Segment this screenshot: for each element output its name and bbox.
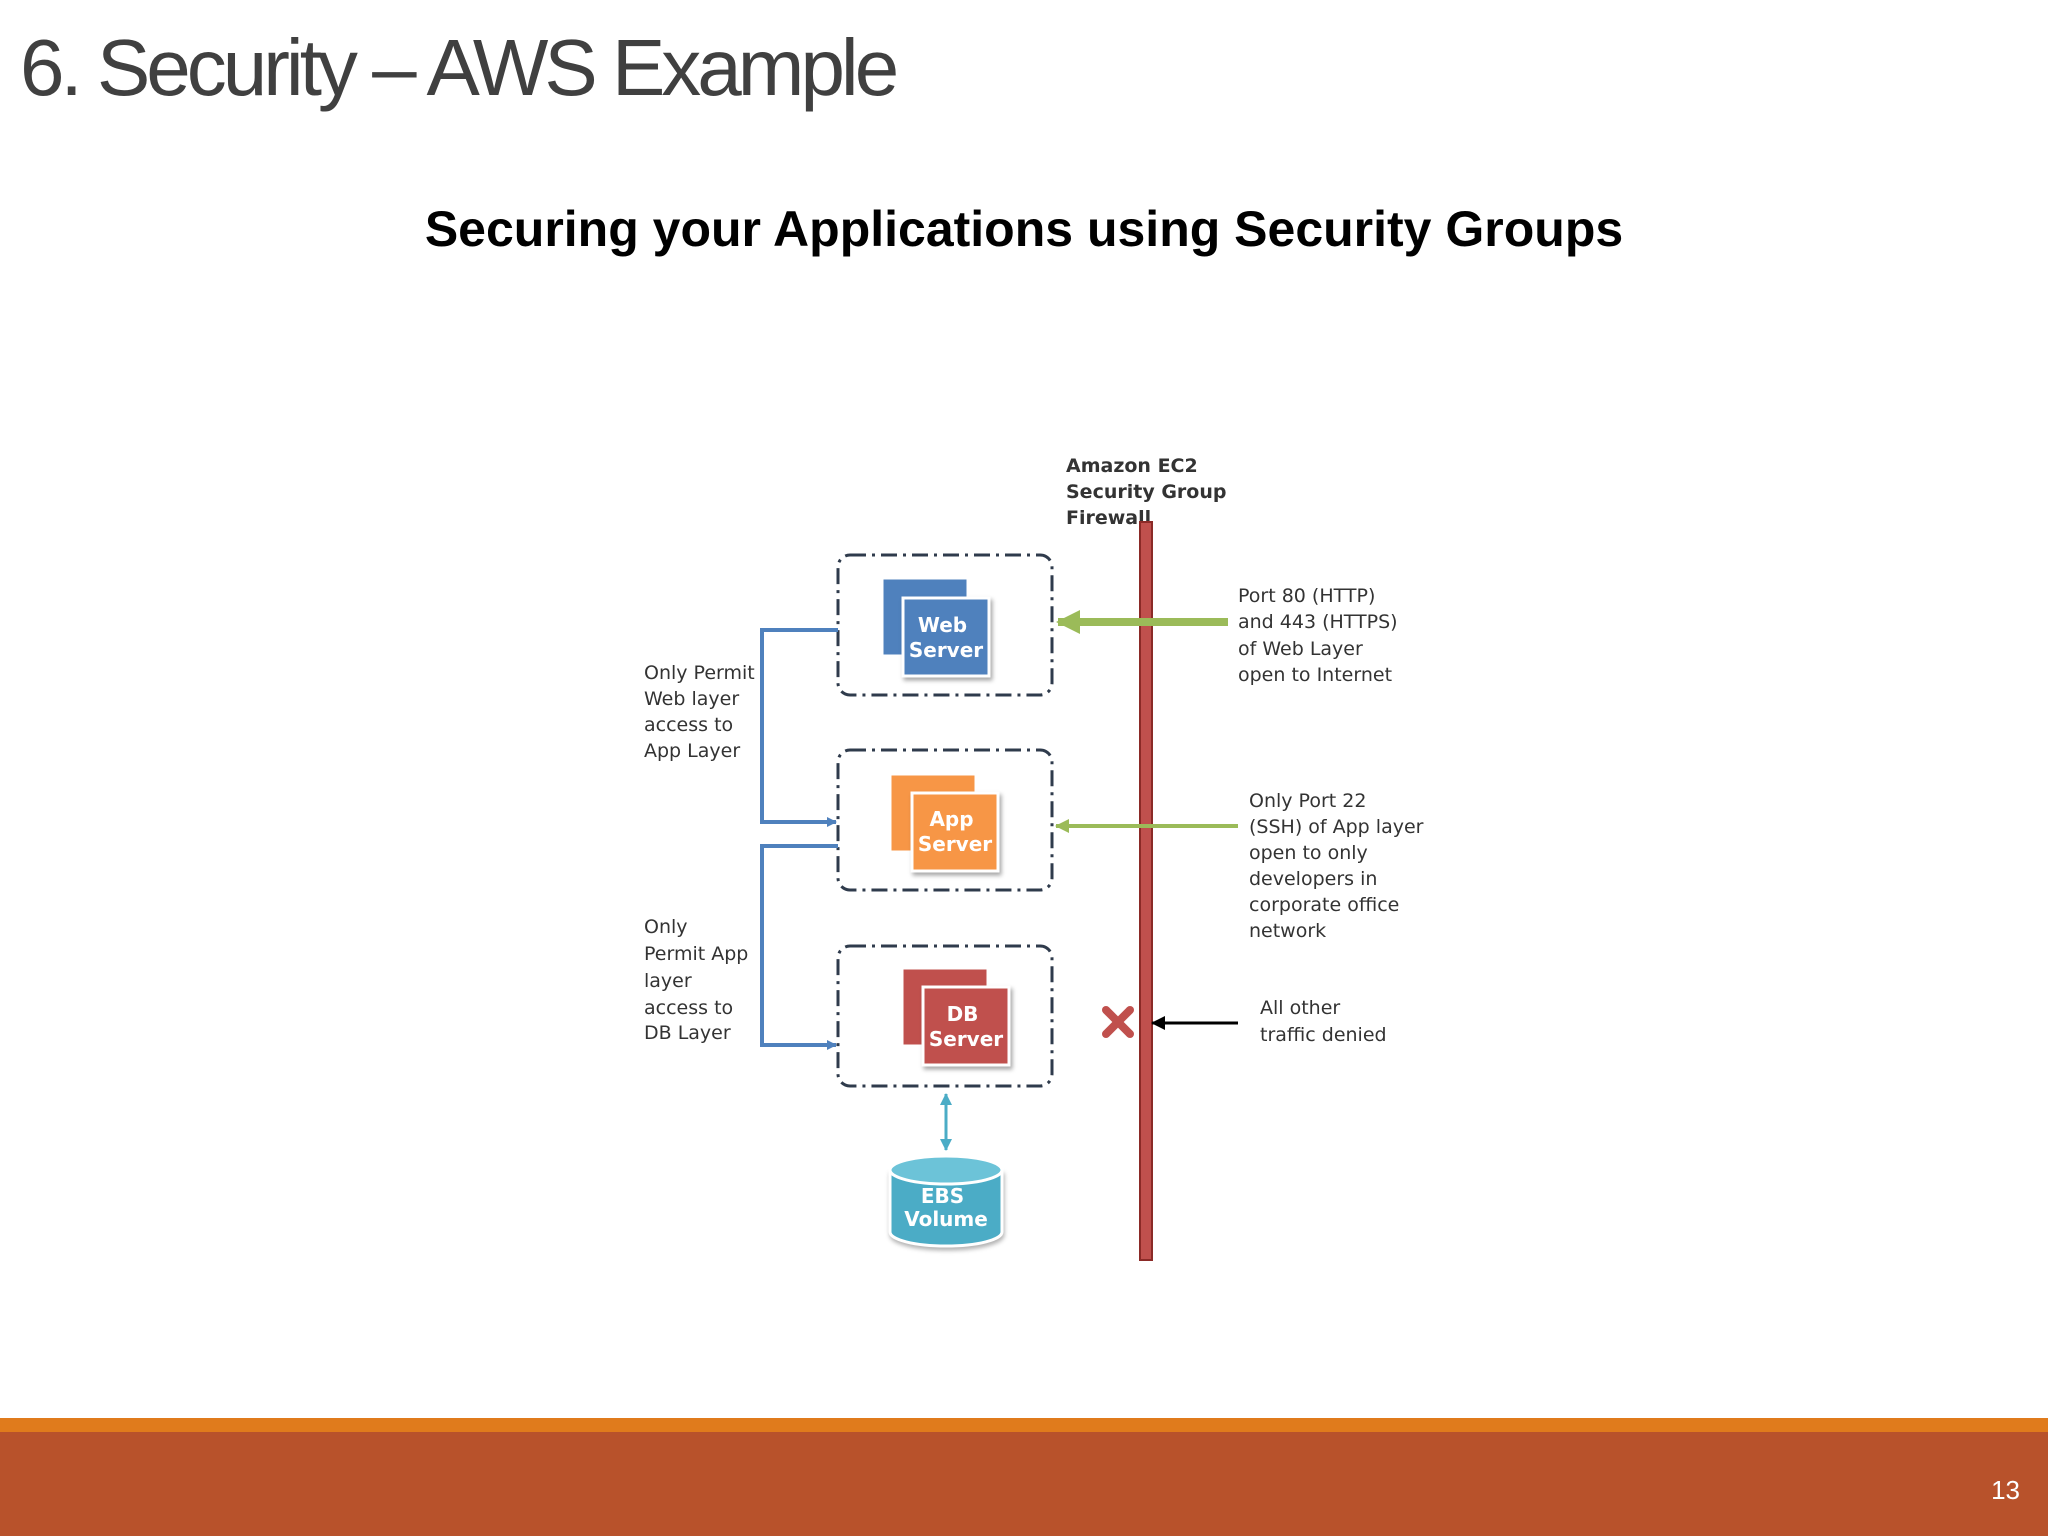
firewall-bar [1139, 521, 1153, 1261]
denied-traffic-note: All other traffic denied [1260, 997, 1387, 1046]
slide-subtitle: Securing your Applications using Securit… [424, 201, 1624, 257]
web-to-app-connector [760, 628, 838, 827]
app-to-db-connector [760, 844, 838, 1050]
svg-text:Web Server: Web Server [909, 613, 983, 662]
slide-title: 6. Security – AWS Example [20, 23, 899, 112]
security-group-diagram: Amazon EC2 Security Group Firewall Web S… [644, 455, 1430, 1261]
svg-text:EBS Volume: EBS Volume [904, 1184, 988, 1231]
svg-text:App Server: App Server [918, 807, 992, 856]
ebs-volume: EBS Volume [888, 1154, 1004, 1248]
page-number: 13 [1991, 1475, 2020, 1505]
firewall-label: Amazon EC2 Security Group Firewall [1066, 455, 1233, 529]
footer-bar [0, 1432, 2048, 1536]
footer-accent-stripe [0, 1418, 2048, 1432]
app-port-note: Only Port 22 (SSH) of App layer open to … [1249, 790, 1430, 942]
web-server-stack: Web Server [880, 576, 991, 678]
app-to-db-note: Only Permit App layer access to DB Layer [644, 916, 754, 1044]
web-to-app-note: Only Permit Web layer access to App Laye… [644, 662, 761, 762]
app-server-stack: App Server [888, 772, 1000, 873]
web-security-group [836, 553, 1054, 697]
db-security-group [836, 944, 1054, 1088]
denied-x-icon [1102, 1006, 1134, 1038]
db-server-stack: DB Server [900, 966, 1011, 1067]
web-port-note: Port 80 (HTTP) and 443 (HTTPS) of Web La… [1238, 585, 1404, 686]
svg-text:DB Server: DB Server [929, 1002, 1003, 1051]
app-security-group [836, 748, 1054, 892]
